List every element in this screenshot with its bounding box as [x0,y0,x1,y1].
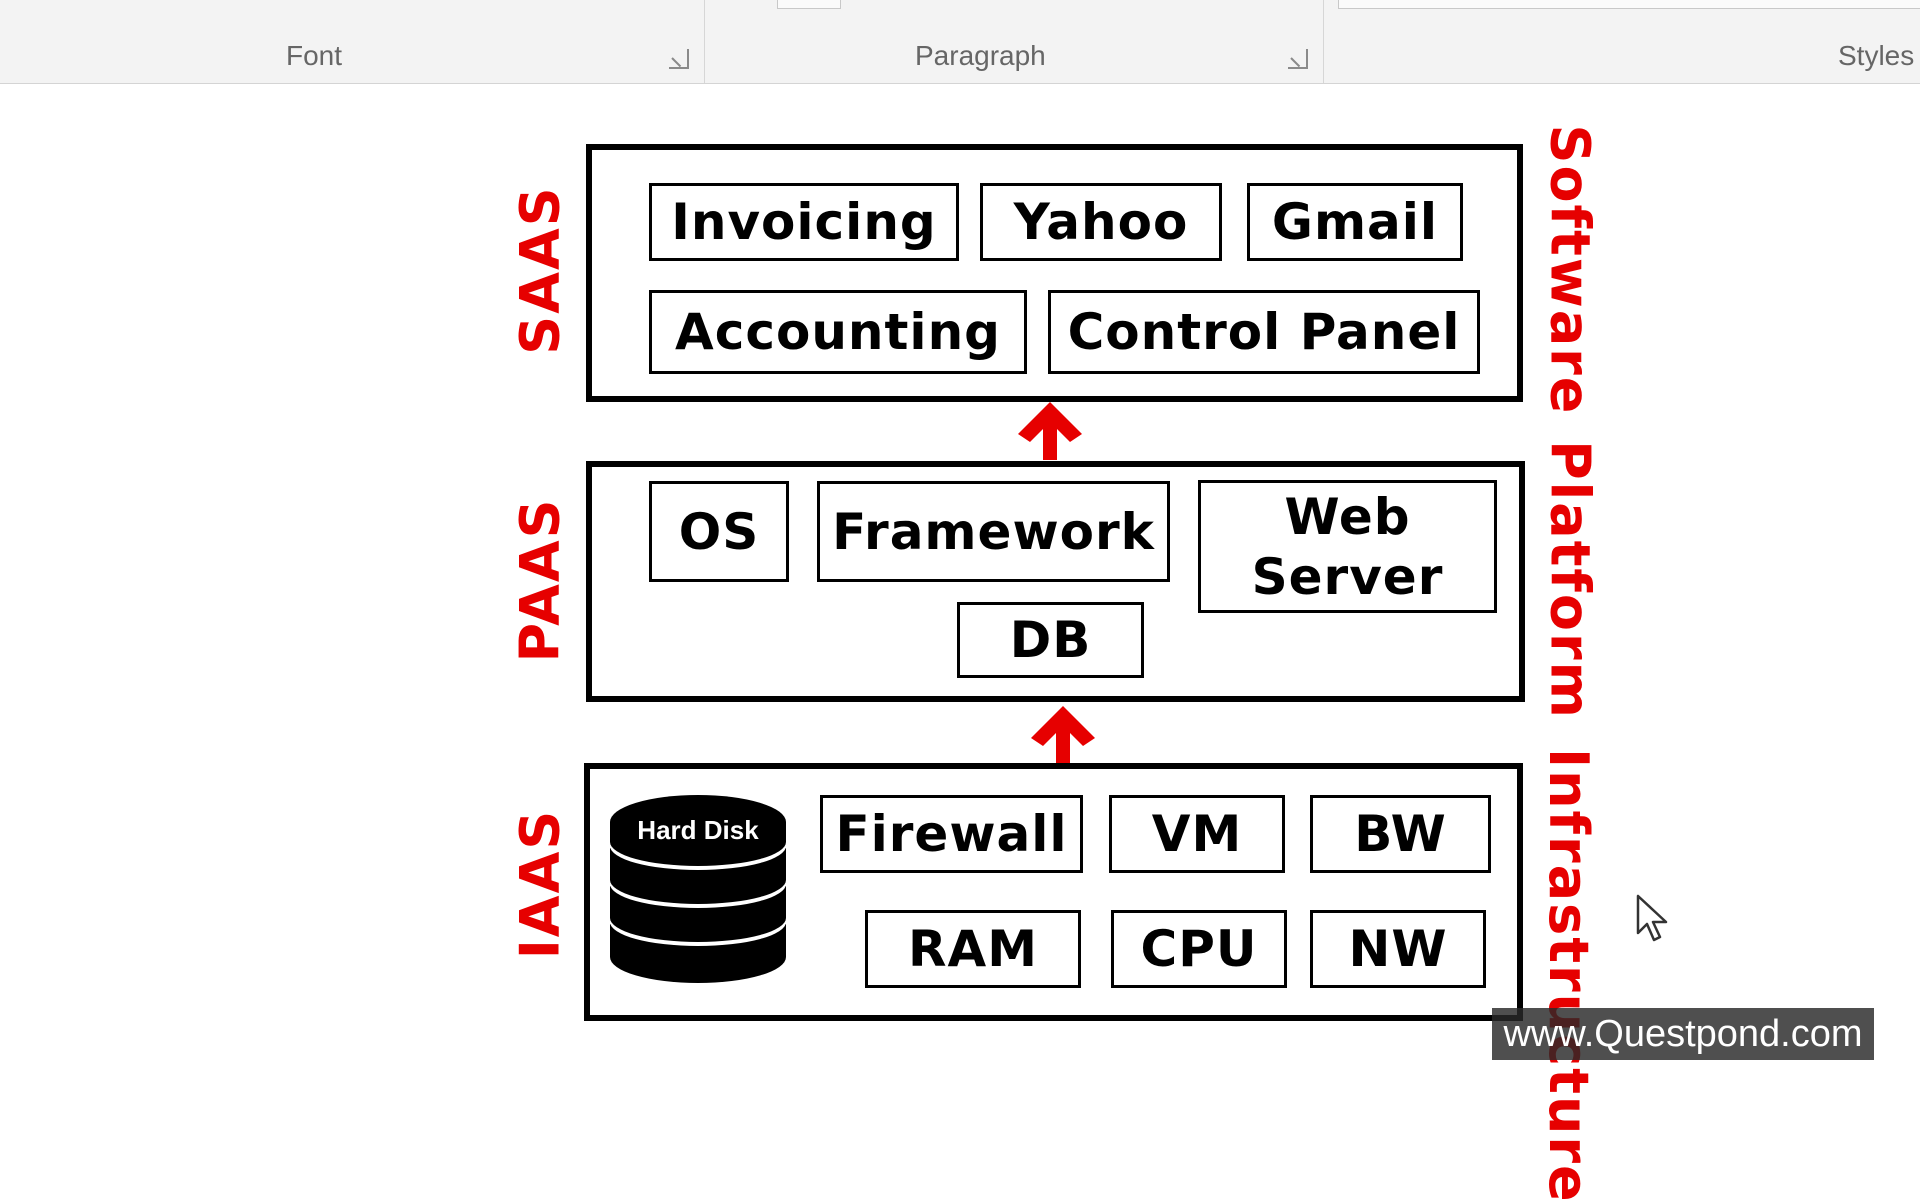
up-arrow-icon [1031,706,1095,764]
watermark: www.Questpond.com [1492,1008,1874,1060]
ribbon: Font Paragraph Styles [0,0,1920,84]
saas-item-yahoo: Yahoo [980,183,1222,261]
iaas-item-firewall: Firewall [820,795,1083,873]
ribbon-separator [704,0,705,83]
saas-item-control-panel: Control Panel [1048,290,1480,374]
platform-label: Platform [1538,440,1602,720]
ribbon-control-fragment[interactable] [777,0,841,9]
ribbon-group-styles-label: Styles [1838,40,1915,71]
font-dialog-launcher-icon[interactable] [667,47,691,71]
up-arrow-icon [1018,402,1082,460]
paas-label: PAAS [508,497,572,663]
saas-item-accounting: Accounting [649,290,1027,374]
software-label: Software [1538,124,1602,416]
saas-item-invoicing: Invoicing [649,183,959,261]
paas-item-db: DB [957,602,1144,678]
iaas-label: IAAS [508,808,572,960]
styles-gallery-fragment[interactable] [1338,0,1920,9]
iaas-item-ram: RAM [865,910,1081,988]
mouse-cursor-icon [1636,894,1668,942]
iaas-item-vm: VM [1109,795,1285,873]
ribbon-group-paragraph-label: Paragraph [915,40,1046,71]
paragraph-dialog-launcher-icon[interactable] [1286,47,1310,71]
infrastructure-label: Infrastructure [1537,748,1600,1204]
hard-disk-label: Hard Disk [637,815,759,845]
iaas-item-bw: BW [1310,795,1491,873]
saas-item-gmail: Gmail [1247,183,1463,261]
paas-item-os: OS [649,481,789,582]
ribbon-group-font-label: Font [286,40,343,71]
iaas-item-nw: NW [1310,910,1486,988]
paas-item-framework: Framework [817,481,1170,582]
ribbon-separator [1323,0,1324,83]
iaas-item-cpu: CPU [1111,910,1287,988]
saas-label: SAAS [508,185,572,355]
paas-item-web-server: Web Server [1198,480,1497,613]
hard-disk-icon [610,795,786,983]
